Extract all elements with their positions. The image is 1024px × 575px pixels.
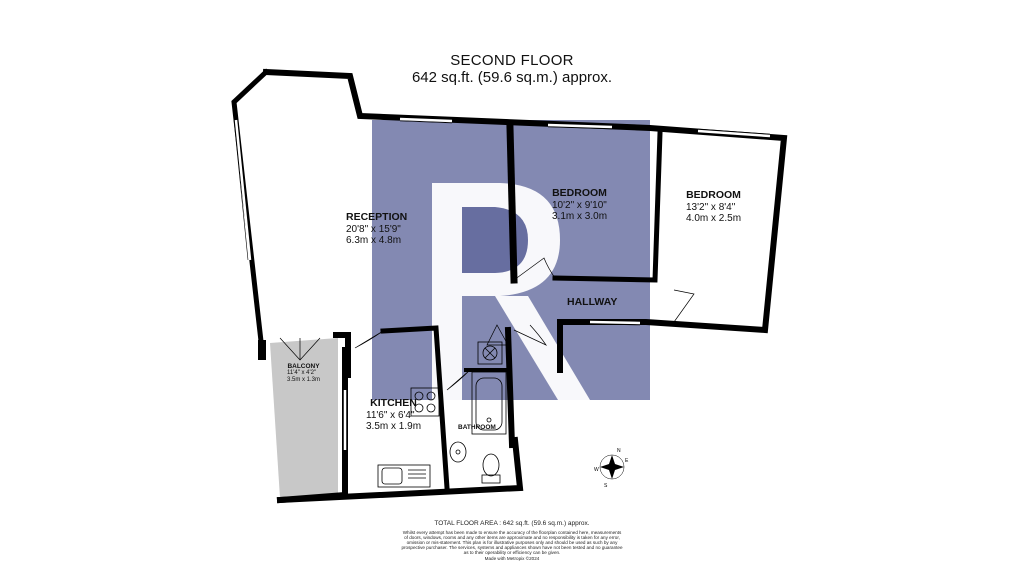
- toilet-icon: [481, 453, 501, 484]
- compass-n: N: [617, 448, 621, 454]
- room-reception-metric: 6.3m x 4.8m: [346, 235, 402, 246]
- windows: [234, 117, 771, 450]
- hob-icon: [410, 387, 440, 417]
- room-kitchen-metric: 3.5m x 1.9m: [366, 421, 422, 432]
- compass-s: S: [604, 483, 608, 489]
- room-balcony-imperial: 11'4" x 4'2": [287, 370, 317, 376]
- room-bedroom-2-imperial: 13'2" x 8'4": [686, 201, 736, 213]
- disclaimer-line-5: as to their operability or efficiency ca…: [463, 550, 561, 555]
- room-bedroom-1-metric: 3.1m x 3.0m: [552, 211, 608, 222]
- room-balcony: BALCONY 11'4" x 4'2" 3.5m x 1.3m: [287, 363, 320, 384]
- room-bathroom-name: BATHROOM: [458, 424, 496, 431]
- disclaimer-line-2: of doors, windows, rooms and any other i…: [404, 535, 620, 540]
- room-bedroom-1-name: BEDROOM: [552, 187, 607, 199]
- floor-area: 642 sq.ft. (59.6 sq.m.) approx.: [411, 69, 613, 86]
- room-balcony-metric: 3.5m x 1.3m: [287, 377, 321, 383]
- room-reception-imperial: 20'8" x 15'9": [346, 223, 401, 235]
- room-bedroom-2-metric: 4.0m x 2.5m: [686, 213, 742, 224]
- disclaimer-line-3: omission or mis-statement. This plan is …: [406, 540, 618, 545]
- room-reception: RECEPTION 20'8" x 15'9" 6.3m x 4.8m: [346, 211, 408, 247]
- room-bedroom-1-imperial: 10'2" x 9'10": [552, 199, 607, 211]
- basin-icon: [449, 441, 467, 463]
- room-balcony-name: BALCONY: [287, 363, 320, 370]
- disclaimer-line-4: prospective purchaser. The services, sys…: [401, 545, 623, 550]
- room-bedroom-2-name: BEDROOM: [686, 189, 741, 201]
- room-reception-name: RECEPTION: [346, 211, 408, 223]
- door-swings: [279, 257, 695, 391]
- balcony-floor: [270, 338, 338, 498]
- disclaimer-line-1: Whilst every attempt has been made to en…: [402, 530, 622, 535]
- bath-icon: [471, 371, 507, 435]
- room-kitchen: KITCHEN 11'6" x 6'4" 3.5m x 1.9m: [366, 397, 422, 433]
- room-kitchen-name: KITCHEN: [370, 397, 417, 409]
- boiler-icon: [477, 341, 503, 365]
- window-lines: [233, 116, 771, 326]
- sink-icon: [377, 464, 431, 488]
- compass-icon: [599, 454, 625, 480]
- walls: [231, 68, 788, 504]
- metropix-credit: Made with Metropix ©2024: [484, 556, 540, 561]
- total-floor-area: TOTAL FLOOR AREA : 642 sq.ft. (59.6 sq.m…: [434, 520, 590, 527]
- room-hallway-name: HALLWAY: [567, 296, 618, 308]
- floor-title: SECOND FLOOR: [450, 52, 574, 69]
- compass-w: W: [594, 467, 599, 473]
- room-kitchen-imperial: 11'6" x 6'4": [366, 409, 415, 421]
- room-bedroom-2: BEDROOM 13'2" x 8'4" 4.0m x 2.5m: [686, 189, 742, 225]
- room-bedroom-1: BEDROOM 10'2" x 9'10" 3.1m x 3.0m: [552, 187, 608, 223]
- compass-e: E: [625, 458, 629, 464]
